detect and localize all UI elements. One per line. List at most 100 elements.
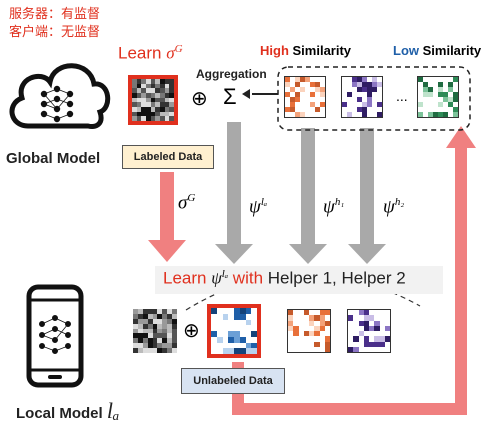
weight-cell bbox=[155, 102, 160, 107]
weight-cell bbox=[142, 348, 148, 353]
weight-cell bbox=[438, 77, 443, 82]
weight-cell bbox=[234, 342, 240, 349]
weight-cell bbox=[348, 310, 354, 316]
weight-cell bbox=[377, 82, 382, 87]
weight-cell bbox=[137, 318, 143, 324]
weight-cell bbox=[352, 92, 357, 97]
weight-cell bbox=[172, 313, 177, 319]
weight-cell bbox=[324, 310, 330, 316]
weight-cell bbox=[234, 319, 240, 326]
weight-cell bbox=[369, 325, 375, 331]
weight-cell bbox=[357, 82, 362, 87]
weight-cell bbox=[288, 315, 294, 321]
weight-cell bbox=[319, 331, 325, 337]
weight-cell bbox=[448, 87, 453, 92]
weight-cell bbox=[367, 87, 372, 92]
local-global-weights bbox=[133, 309, 177, 353]
high-rest: Similarity bbox=[288, 43, 352, 58]
weight-cell bbox=[384, 331, 390, 337]
weight-cell bbox=[293, 315, 299, 321]
weight-cell bbox=[141, 106, 146, 112]
weight-cell bbox=[342, 102, 347, 107]
weight-cell bbox=[216, 325, 223, 331]
weight-cell bbox=[374, 315, 380, 321]
weight-cell bbox=[309, 331, 315, 337]
weight-cell bbox=[367, 102, 372, 107]
weight-cell bbox=[159, 88, 165, 93]
weight-cell bbox=[319, 320, 325, 326]
psi-h2-arrow-head bbox=[348, 244, 386, 264]
weight-cell bbox=[157, 318, 163, 324]
weight-cell bbox=[310, 92, 315, 97]
weight-cell bbox=[167, 318, 173, 324]
weight-cell bbox=[132, 116, 137, 121]
weight-cell bbox=[309, 346, 315, 352]
weight-cell bbox=[428, 87, 433, 92]
weight-cell bbox=[228, 342, 234, 349]
weight-cell bbox=[443, 87, 448, 92]
weight-cell bbox=[167, 333, 173, 339]
weight-cell bbox=[305, 112, 310, 117]
weight-cell bbox=[137, 309, 143, 314]
weight-cell bbox=[136, 106, 142, 112]
weight-cell bbox=[142, 313, 148, 319]
weight-cell bbox=[342, 107, 347, 112]
weight-cell bbox=[290, 87, 295, 92]
weight-cell bbox=[438, 112, 443, 117]
weight-cell bbox=[310, 107, 315, 112]
helper2-weights bbox=[341, 76, 383, 118]
weight-cell bbox=[142, 343, 148, 349]
weight-cell bbox=[142, 333, 148, 339]
weight-cell bbox=[147, 313, 153, 319]
psi-h1-sup: h₁ bbox=[334, 196, 345, 208]
labeled-data-label: Labeled Data bbox=[133, 151, 203, 163]
weight-cell bbox=[303, 315, 309, 321]
weight-cell bbox=[150, 116, 156, 121]
weight-cell bbox=[137, 348, 143, 353]
global-model-weights bbox=[128, 75, 178, 125]
weight-cell bbox=[453, 82, 458, 87]
weight-cell bbox=[314, 341, 320, 347]
weight-cell bbox=[251, 308, 257, 314]
local-learn-with: with bbox=[232, 268, 264, 288]
weight-cell bbox=[293, 331, 299, 337]
weight-cell bbox=[362, 102, 367, 107]
weight-cell bbox=[133, 338, 138, 344]
weight-cell bbox=[245, 319, 252, 326]
weight-cell bbox=[228, 336, 234, 343]
weight-cell bbox=[377, 77, 382, 82]
weight-cell bbox=[377, 102, 382, 107]
weight-cell bbox=[293, 325, 299, 331]
weight-cell bbox=[342, 97, 347, 102]
weight-cell bbox=[285, 107, 290, 112]
local-helper2-weights bbox=[347, 309, 391, 353]
weight-cell bbox=[136, 92, 142, 98]
weight-cell bbox=[352, 82, 357, 87]
weight-cell bbox=[303, 336, 309, 342]
weight-cell bbox=[216, 348, 223, 354]
weight-cell bbox=[133, 333, 138, 339]
aggregation-label: Aggregation bbox=[196, 67, 267, 81]
weight-cell bbox=[309, 320, 315, 326]
weight-cell bbox=[288, 310, 294, 316]
weight-cell bbox=[428, 112, 433, 117]
weight-cell bbox=[141, 97, 146, 103]
weight-cell bbox=[239, 319, 246, 326]
weight-cell bbox=[358, 346, 364, 352]
weight-cell bbox=[167, 338, 173, 344]
weight-cell bbox=[152, 328, 158, 334]
weight-cell bbox=[384, 341, 390, 347]
weight-cell bbox=[377, 112, 382, 117]
local-learn-helpers: Helper 1, Helper 2 bbox=[267, 268, 406, 288]
weight-cell bbox=[150, 97, 156, 103]
weight-cell bbox=[310, 102, 315, 107]
weight-cell bbox=[211, 313, 217, 320]
weight-cell bbox=[298, 336, 304, 342]
weight-cell bbox=[285, 112, 290, 117]
weight-cell bbox=[172, 338, 177, 344]
weight-cell bbox=[152, 309, 158, 314]
weight-cell bbox=[167, 348, 173, 353]
weight-cell bbox=[164, 88, 170, 93]
weight-cell bbox=[362, 112, 367, 117]
weight-cell bbox=[300, 77, 305, 82]
